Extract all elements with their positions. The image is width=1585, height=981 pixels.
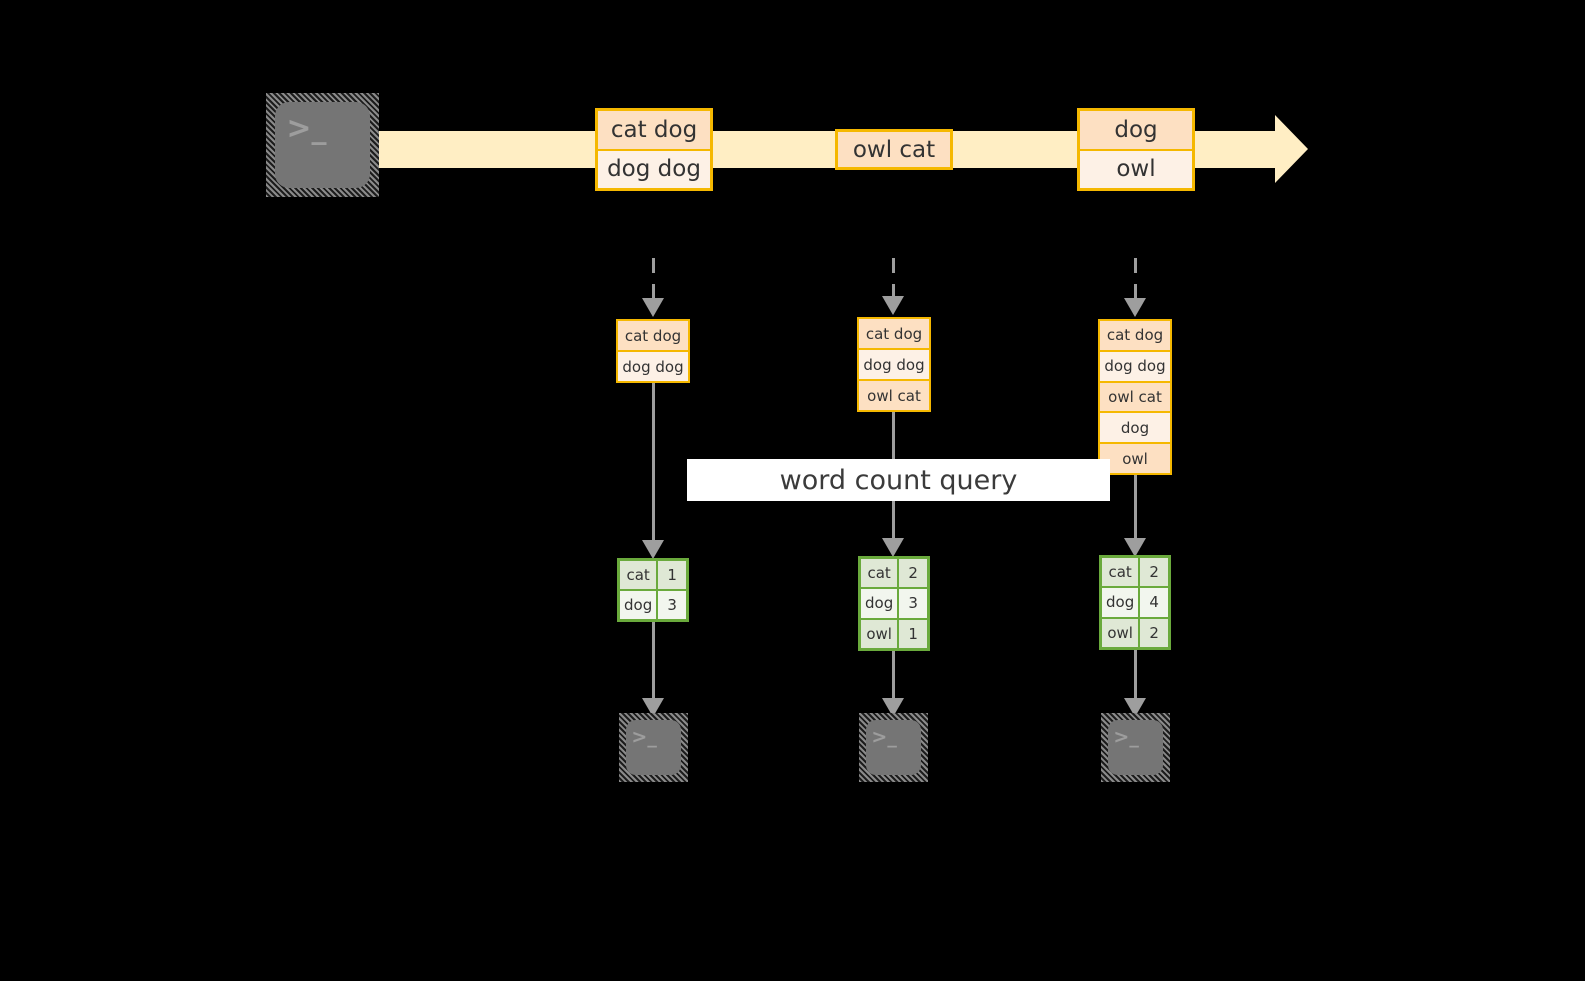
buffer-row: dog dog (859, 348, 929, 379)
snapshot-3-query-connector (1134, 475, 1137, 545)
result-word: owl (1102, 618, 1139, 647)
snapshot-3-result-table[interactable]: cat 2 dog 4 owl 2 (1099, 555, 1171, 650)
terminal-screen (275, 102, 370, 188)
result-row: dog 3 (861, 587, 927, 618)
stream-event-row: cat dog (598, 111, 710, 149)
buffer-row: cat dog (618, 321, 688, 350)
result-word: dog (861, 589, 898, 618)
buffer-row: cat dog (859, 319, 929, 348)
result-row: owl 2 (1102, 616, 1168, 647)
result-count: 3 (656, 591, 686, 619)
snapshot-3-ingest-connector (1134, 258, 1137, 302)
result-count: 2 (1138, 558, 1168, 587)
stream-event-row: owl cat (838, 132, 950, 167)
source-terminal-icon[interactable]: >_ (266, 93, 379, 197)
buffer-row: owl (1100, 442, 1170, 473)
result-word: cat (861, 559, 898, 588)
result-count: 2 (897, 559, 927, 588)
snapshot-2-buffer[interactable]: cat dog dog dog owl cat (857, 317, 931, 412)
buffer-row: dog dog (618, 350, 688, 381)
terminal-screen (1108, 720, 1163, 775)
stream-event-row: dog (1080, 111, 1192, 149)
result-word: owl (861, 619, 898, 648)
snapshot-1-sink-arrowhead (642, 698, 664, 717)
snapshot-1-result-table[interactable]: cat 1 dog 3 (617, 558, 689, 622)
snapshot-3-sink-connector (1134, 650, 1137, 706)
terminal-prompt-glyph: >_ (631, 726, 657, 749)
result-word: dog (1102, 588, 1139, 617)
stream-event-row: owl (1080, 148, 1192, 188)
terminal-prompt-glyph: >_ (1113, 726, 1139, 749)
snapshot-3-buffer[interactable]: cat dog dog dog owl cat dog owl (1098, 319, 1172, 475)
snapshot-2-sink-terminal-icon[interactable]: >_ (859, 713, 928, 782)
result-word: cat (620, 561, 657, 589)
result-row: dog 3 (620, 589, 686, 619)
buffer-row: cat dog (1100, 321, 1170, 350)
result-row: owl 1 (861, 617, 927, 648)
event-stream-arrowhead (1275, 115, 1308, 183)
result-count: 3 (897, 589, 927, 618)
buffer-row: dog (1100, 411, 1170, 443)
buffer-row: owl cat (1100, 380, 1170, 412)
snapshot-2-ingest-arrowhead (882, 296, 904, 315)
snapshot-1-query-connector (652, 383, 655, 547)
result-row: cat 2 (861, 559, 927, 588)
result-count: 2 (1138, 618, 1168, 647)
snapshot-2-query-arrowhead (882, 538, 904, 557)
snapshot-3-sink-arrowhead (1124, 698, 1146, 717)
snapshot-2-sink-connector (892, 651, 895, 706)
buffer-row: dog dog (1100, 349, 1170, 381)
snapshot-2-result-table[interactable]: cat 2 dog 3 owl 1 (858, 556, 930, 651)
snapshot-1-ingest-arrowhead (642, 298, 664, 317)
result-row: cat 2 (1102, 558, 1168, 587)
result-row: cat 1 (620, 561, 686, 589)
terminal-prompt-glyph: >_ (286, 110, 327, 146)
snapshot-1-sink-terminal-icon[interactable]: >_ (619, 713, 688, 782)
stream-event-group-1[interactable]: cat dog dog dog (595, 108, 713, 191)
result-row: dog 4 (1102, 586, 1168, 617)
buffer-row: owl cat (859, 379, 929, 410)
terminal-screen (866, 720, 921, 775)
snapshot-1-sink-connector (652, 622, 655, 706)
terminal-prompt-glyph: >_ (871, 726, 897, 749)
result-word: dog (620, 591, 657, 619)
snapshot-2-ingest-connector (892, 258, 895, 300)
snapshot-1-buffer[interactable]: cat dog dog dog (616, 319, 690, 383)
snapshot-2-sink-arrowhead (882, 698, 904, 717)
snapshot-1-ingest-connector (652, 258, 655, 302)
result-count: 1 (656, 561, 686, 589)
snapshot-3-sink-terminal-icon[interactable]: >_ (1101, 713, 1170, 782)
result-count: 4 (1138, 588, 1168, 617)
snapshot-3-query-arrowhead (1124, 538, 1146, 557)
word-count-query-label: word count query (687, 459, 1110, 501)
terminal-screen (626, 720, 681, 775)
result-count: 1 (897, 619, 927, 648)
stream-event-group-3[interactable]: dog owl (1077, 108, 1195, 191)
stream-event-group-2[interactable]: owl cat (835, 129, 953, 170)
snapshot-1-query-arrowhead (642, 540, 664, 559)
snapshot-3-ingest-arrowhead (1124, 298, 1146, 317)
stream-event-row: dog dog (598, 148, 710, 188)
result-word: cat (1102, 558, 1139, 587)
